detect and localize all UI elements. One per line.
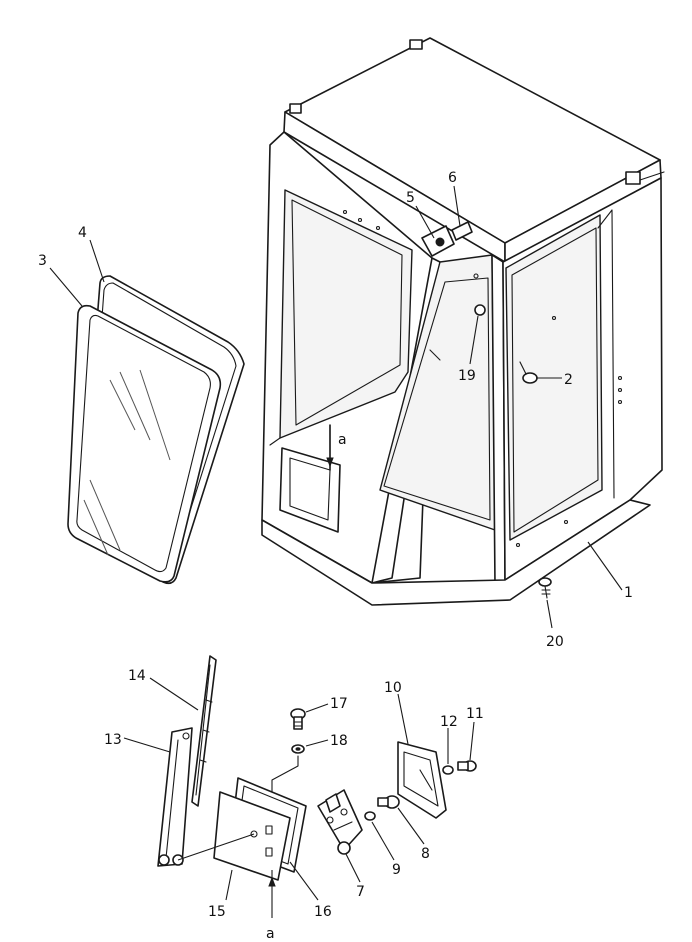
wiper-motor-part-7 — [317, 789, 363, 855]
cab-assembly — [261, 37, 665, 606]
callout-17: 17 — [330, 696, 348, 712]
bolt-part-17 — [290, 708, 306, 730]
cab-fastener-holes — [342, 209, 623, 548]
callout-14: 14 — [128, 668, 146, 684]
callout-13: 13 — [104, 732, 122, 748]
wiper-arm-part-13 — [157, 727, 193, 867]
bolt-part-20 — [538, 577, 552, 599]
left-side-window-opening — [279, 189, 413, 439]
callout-20: 20 — [546, 634, 564, 650]
washer-part-9 — [364, 811, 376, 821]
roof-lug — [289, 103, 302, 114]
roof-lug — [625, 171, 641, 185]
leader-lines — [49, 185, 623, 901]
reference-arrow-lower — [268, 870, 276, 918]
callout-18: 18 — [330, 733, 348, 749]
roof-lug — [409, 39, 423, 50]
callout-6: 6 — [448, 170, 457, 186]
bracket-part-10 — [397, 741, 447, 819]
bolt-part-19 — [473, 273, 486, 316]
callout-4: 4 — [78, 225, 87, 241]
callout-2: 2 — [564, 372, 573, 388]
callout-labels: 1 2 3 4 5 6 7 8 9 10 11 12 13 14 15 16 1… — [38, 170, 633, 942]
callout-3: 3 — [38, 253, 47, 269]
callout-19: 19 — [458, 368, 476, 384]
window-glass-part-3 — [67, 304, 222, 583]
callout-1: 1 — [624, 585, 633, 601]
callout-10: 10 — [384, 680, 402, 696]
washer-part-12 — [442, 765, 454, 775]
reference-mark-upper: a — [338, 432, 347, 448]
wiper-blade-part-14 — [191, 655, 217, 807]
pin-part-6 — [451, 221, 473, 241]
callout-15: 15 — [208, 904, 226, 920]
cover-plate-part-15 — [177, 791, 291, 881]
reference-mark-lower: a — [266, 926, 275, 942]
latch-part-5 — [421, 225, 455, 257]
callout-9: 9 — [392, 862, 401, 878]
cab-lower-skirt — [261, 499, 651, 606]
bolt-part-8 — [377, 795, 400, 809]
callout-11: 11 — [466, 706, 484, 722]
callout-5: 5 — [406, 190, 415, 206]
washer-part-18 — [291, 744, 305, 754]
callout-16: 16 — [314, 904, 332, 920]
reference-arrow-upper — [326, 425, 334, 468]
callout-7: 7 — [356, 884, 365, 900]
callout-8: 8 — [421, 846, 430, 862]
callout-12: 12 — [440, 714, 458, 730]
bolt-part-11 — [457, 760, 477, 772]
